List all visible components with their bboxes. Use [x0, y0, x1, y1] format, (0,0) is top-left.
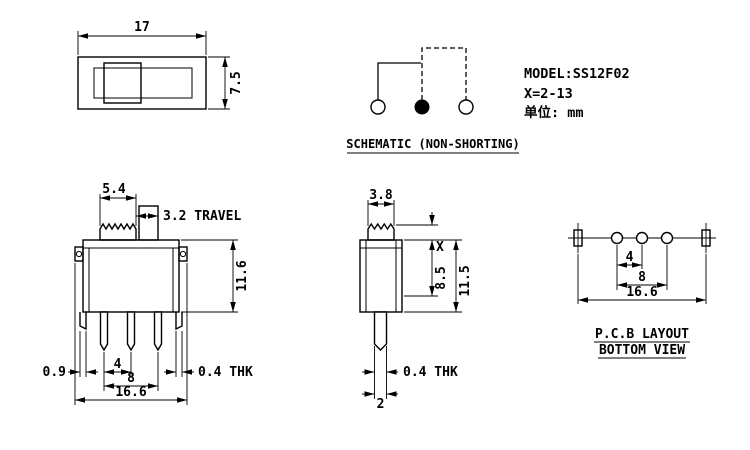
dim-side-pin-width-label: 2 — [377, 397, 385, 412]
dim-front-thickness — [164, 331, 194, 377]
front-actuator-stem — [138, 205, 159, 241]
side-view: 3.8 X 8.5 11.5 0.4 THK — [359, 188, 473, 412]
dim-front-travel-label: 3.2 TRAVEL — [163, 209, 241, 224]
unit-label: 单位: mm — [524, 104, 584, 121]
dim-front-height — [181, 239, 238, 313]
dim-front-total-label: 16.6 — [115, 385, 146, 400]
front-knob-serrated — [99, 222, 137, 241]
front-ear-right — [178, 246, 188, 262]
pcb-hole-1 — [610, 231, 624, 245]
schematic-title: SCHEMATIC (NON-SHORTING) — [346, 137, 519, 151]
front-ear-left — [74, 246, 84, 262]
dim-side-height-label: 11.5 — [458, 265, 473, 296]
schematic-terminal-2-common — [414, 99, 430, 115]
info-block: MODEL:SS12F02 X=2-13 单位: mm — [524, 66, 630, 121]
dim-front-knob-label: 5.4 — [102, 182, 126, 197]
dim-side-x-label: X — [436, 240, 444, 255]
front-ear-hole-left — [75, 250, 83, 258]
schematic-terminal-3 — [458, 99, 474, 115]
pcb-hole-2 — [635, 231, 649, 245]
dim-front-span-label: 8 — [127, 371, 135, 386]
top-view-slider-knob — [103, 62, 142, 104]
front-body — [82, 239, 180, 313]
pcb-layout: 4 8 16.6 P.C.B LAYOUT BOTTOM VIEW — [568, 223, 716, 359]
dim-pcb-pitch-label: 4 — [626, 250, 634, 265]
dim-front-tab-label: 0.9 — [43, 365, 66, 380]
x-range-label: X=2-13 — [524, 86, 573, 102]
dim-side-knob — [367, 200, 395, 226]
side-knob-serrated — [367, 222, 395, 241]
dim-side-knob-label: 3.8 — [369, 188, 393, 203]
dim-top-width-label: 17 — [134, 20, 150, 35]
pcb-hole-3 — [660, 231, 674, 245]
dim-front-height-label: 11.6 — [235, 260, 250, 291]
dim-side-thickness — [362, 346, 398, 399]
front-pin-2 — [126, 311, 136, 352]
front-pin-3 — [153, 311, 163, 352]
pcb-label-line2: BOTTOM VIEW — [599, 343, 685, 358]
dim-front-tab — [68, 331, 98, 377]
dim-pcb-span-label: 8 — [638, 270, 646, 285]
dim-front-total — [74, 263, 188, 405]
pcb-label-line1: P.C.B LAYOUT — [595, 327, 689, 342]
dim-top-height-label: 7.5 — [229, 71, 244, 94]
front-tab-left — [79, 312, 87, 331]
schematic-terminal-1 — [370, 99, 386, 115]
front-view: 5.4 3.2 TRAVEL 11.6 0.9 4 — [43, 182, 253, 405]
schematic: SCHEMATIC (NON-SHORTING) — [346, 47, 520, 154]
dim-front-pitch-label: 4 — [114, 357, 122, 372]
front-pin-1 — [99, 311, 109, 352]
front-ear-hole-right — [179, 250, 187, 258]
dim-front-knob — [99, 194, 137, 226]
dim-top-height — [208, 56, 230, 110]
schematic-wire-solid — [377, 62, 421, 100]
dim-side-height — [404, 239, 462, 313]
dim-front-thickness-label: 0.4 THK — [198, 365, 253, 380]
dim-side-upper-label: 8.5 — [434, 266, 449, 289]
front-tab-right — [175, 312, 183, 331]
model-label: MODEL:SS12F02 — [524, 66, 630, 82]
top-view-window — [93, 67, 193, 99]
side-pin — [373, 311, 388, 351]
dim-pcb-total-label: 16.6 — [626, 285, 657, 300]
top-view-body — [77, 56, 207, 110]
dim-pcb-total — [577, 254, 707, 304]
dim-side-thickness-label: 0.4 THK — [403, 365, 458, 380]
dim-pcb-pitch — [616, 245, 668, 290]
dim-side-x — [396, 212, 438, 226]
dim-side-upper — [404, 240, 438, 297]
schematic-wire-dashed — [421, 47, 467, 100]
dim-top-width — [77, 31, 207, 55]
top-view: 17 7.5 — [77, 20, 244, 110]
